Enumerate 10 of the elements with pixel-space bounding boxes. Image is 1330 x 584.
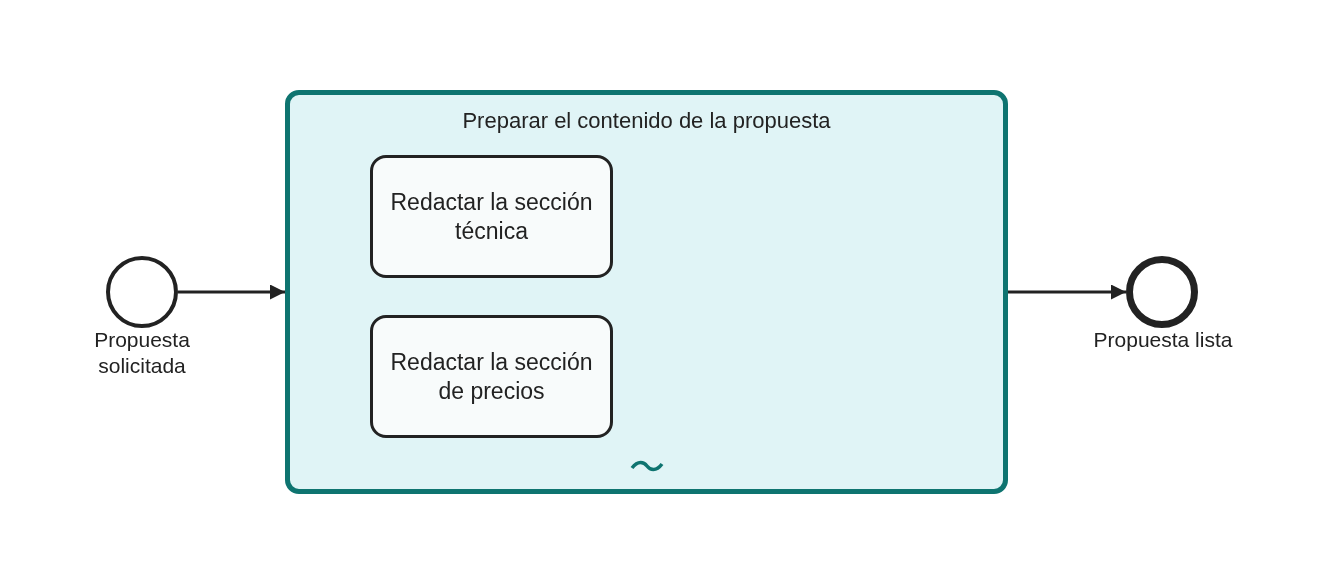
event-label: Propuesta lista [1092,327,1234,353]
arrow [1008,284,1126,300]
task-label: Redactar la sección técnica [389,187,594,246]
arrow [178,284,285,300]
task-label: Redactar la sección de precios [389,347,594,406]
task-box [370,155,613,278]
task-box [370,315,613,438]
subprocess-box [285,90,1008,494]
event-label: Propuesta solicitada [93,327,191,379]
subprocess-title: Preparar el contenido de la propuesta [461,107,832,135]
